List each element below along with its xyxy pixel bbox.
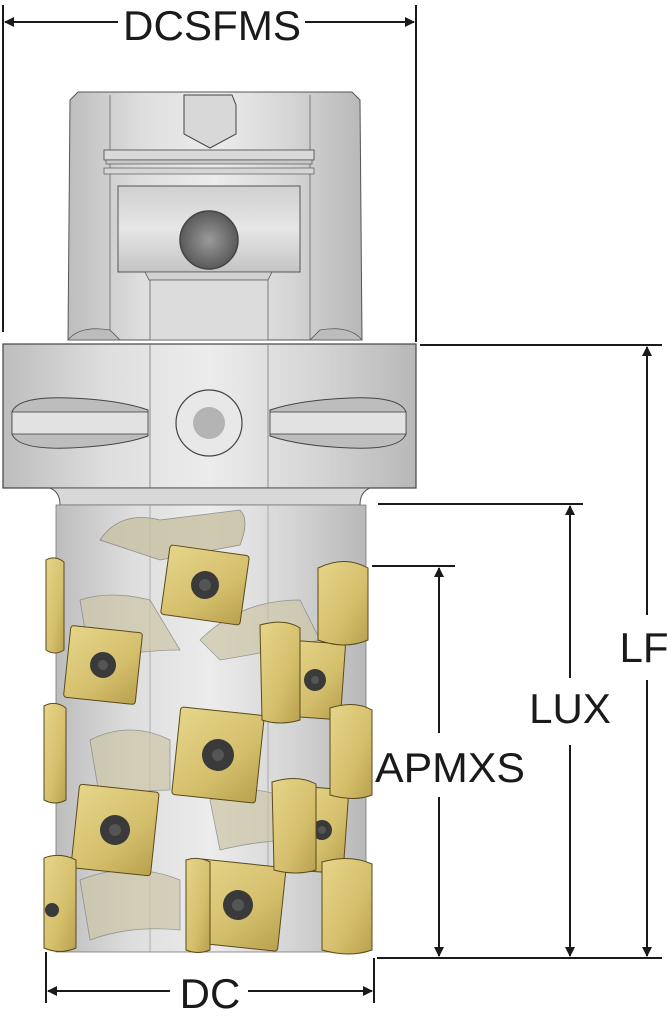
- label-dc: DC: [180, 970, 241, 1017]
- label-lux: LUX: [529, 685, 611, 732]
- label-apmxs: APMXS: [375, 744, 525, 791]
- inserts: [43, 544, 373, 955]
- neck: [49, 487, 371, 506]
- label-dcsfms: DCSFMS: [123, 2, 301, 49]
- dimension-lf: [420, 344, 662, 957]
- dimension-dc: [45, 952, 375, 1003]
- shank: [67, 91, 363, 341]
- insert: [171, 706, 265, 804]
- insert-side: [43, 557, 373, 955]
- coolant-hole: [179, 210, 239, 270]
- insert: [189, 858, 287, 952]
- label-lf: LF: [619, 624, 668, 671]
- dimension-lux: [378, 503, 583, 957]
- insert: [70, 783, 160, 877]
- flange: [2, 343, 417, 489]
- insert: [63, 625, 143, 705]
- dimension-apmxs: [372, 565, 455, 957]
- dimension-dcsfms: [2, 5, 417, 342]
- insert: [160, 544, 250, 626]
